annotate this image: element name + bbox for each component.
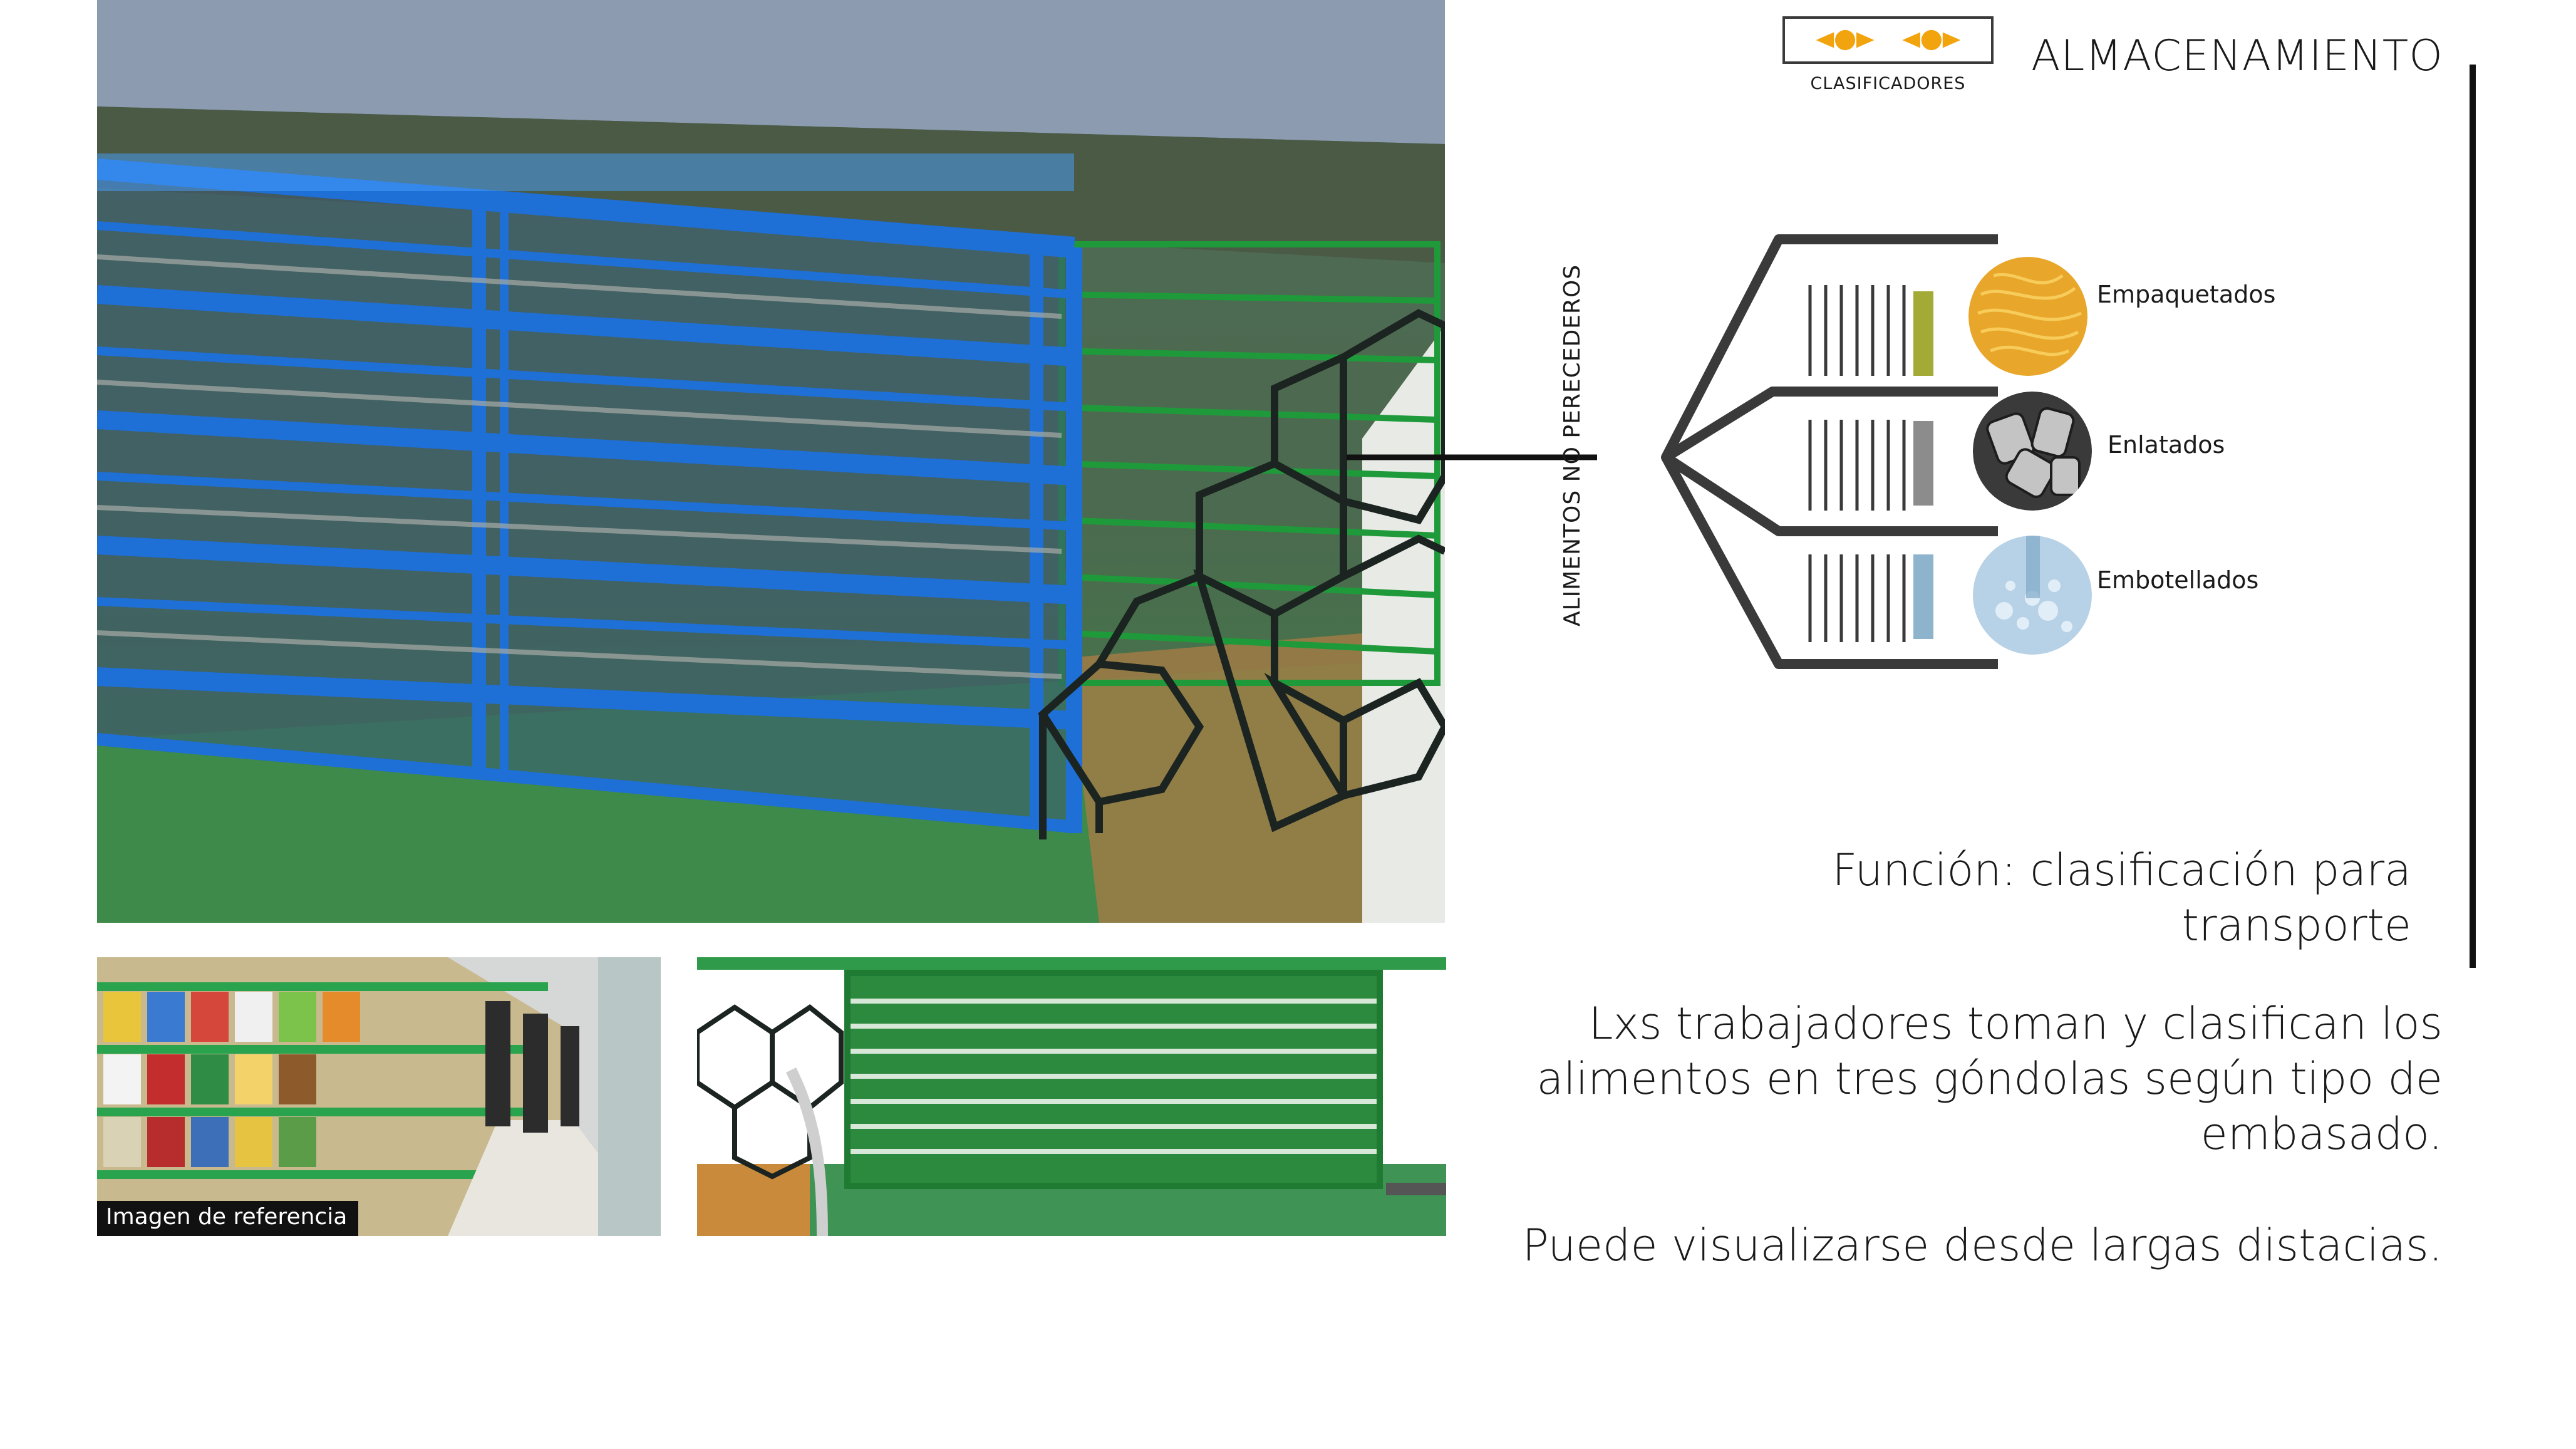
category-label-empaquetados: Empaquetados [2097, 281, 2276, 308]
vertical-divider [2470, 65, 2476, 968]
embotellados-bar [1913, 554, 1933, 639]
description-paragraph-1: Lxs trabajadores toman y clasifican los … [1536, 998, 2443, 1160]
cans-thumbnail [1973, 392, 2092, 511]
bottles-thumbnail [1973, 536, 2092, 655]
category-label-enlatados: Enlatados [2108, 431, 2225, 459]
legend-caption: CLASIFICADORES [1810, 74, 1966, 93]
classification-diagram [1347, 200, 2443, 702]
legend-box [1782, 16, 1994, 64]
reference-label: Imagen de referencia [97, 1201, 359, 1236]
description-text: Lxs trabajadores toman y clasifican los … [1428, 996, 2443, 1273]
detail-render-image [697, 957, 1446, 1236]
main-render-image [97, 0, 1445, 923]
pasta-thumbnail [1968, 257, 2087, 376]
enlatados-bar [1913, 421, 1933, 506]
category-axis-label: ALIMENTOS NO PERECEDEROS [1560, 264, 1585, 626]
double-sorter-icon [1816, 29, 1961, 51]
description-paragraph-2: Puede visualizarse desde largas distacia… [1522, 1220, 2443, 1271]
empaquetados-bar [1913, 291, 1933, 376]
reference-photo: Imagen de referencia [97, 957, 661, 1236]
section-title: ALMACENAMIENTO [2031, 31, 2443, 81]
category-label-embotellados: Embotellados [2097, 566, 2259, 594]
function-text: Función: clasificación para transporte [1832, 844, 2411, 951]
